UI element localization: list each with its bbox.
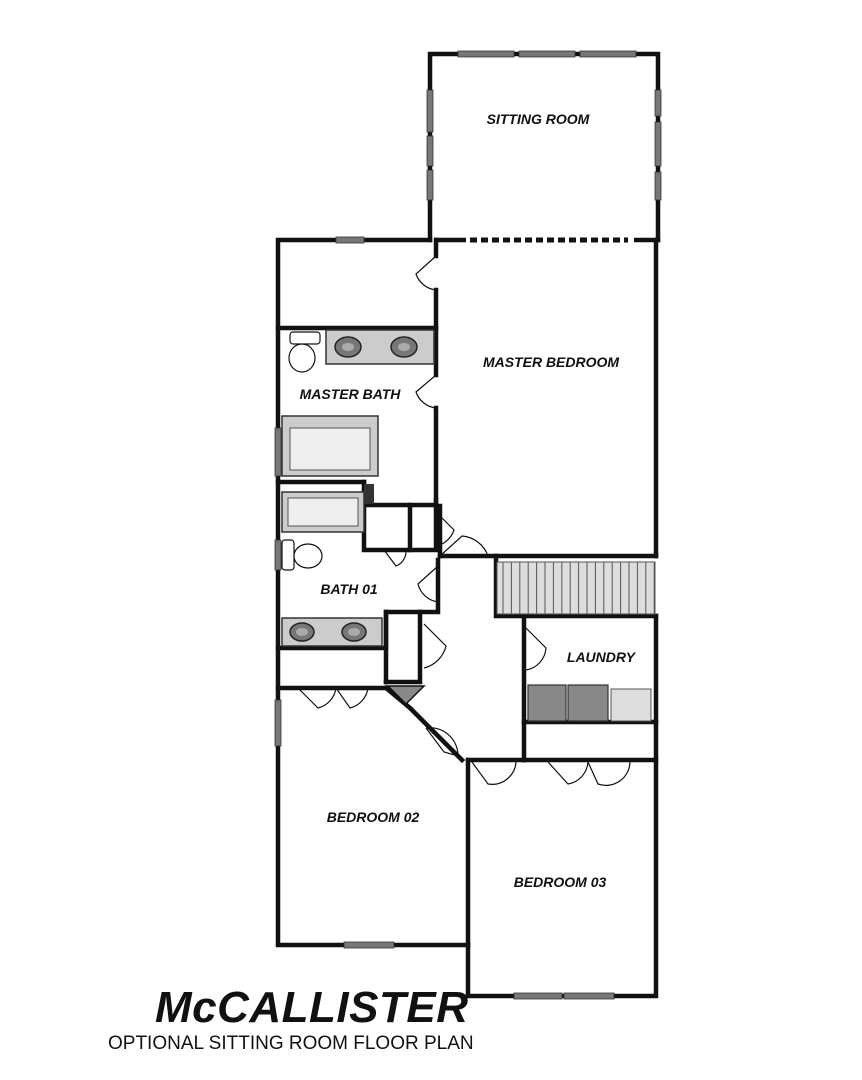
room-label-bath-01: BATH 01 — [320, 581, 378, 597]
room-label-master-bedroom: MASTER BEDROOM — [483, 354, 619, 370]
triangle-closet — [386, 685, 426, 706]
room-label-sitting-room: SITTING ROOM — [487, 111, 590, 127]
windows — [274, 50, 662, 1000]
master-bath-fixtures — [281, 329, 435, 504]
room-label-master-bath: MASTER BATH — [300, 386, 402, 402]
interior-walls — [275, 237, 659, 948]
laundry-appliances — [527, 684, 652, 722]
stairs — [496, 561, 656, 615]
plan-subtitle: OPTIONAL SITTING ROOM FLOOR PLAN — [108, 1033, 474, 1054]
room-label-bedroom-03: BEDROOM 03 — [514, 874, 607, 890]
room-label-laundry: LAUNDRY — [567, 649, 637, 665]
room-label-bedroom-02: BEDROOM 02 — [327, 809, 420, 825]
plan-title: McCALLISTER — [155, 983, 469, 1032]
doors — [297, 255, 631, 786]
bath-01-fixtures — [281, 491, 383, 647]
